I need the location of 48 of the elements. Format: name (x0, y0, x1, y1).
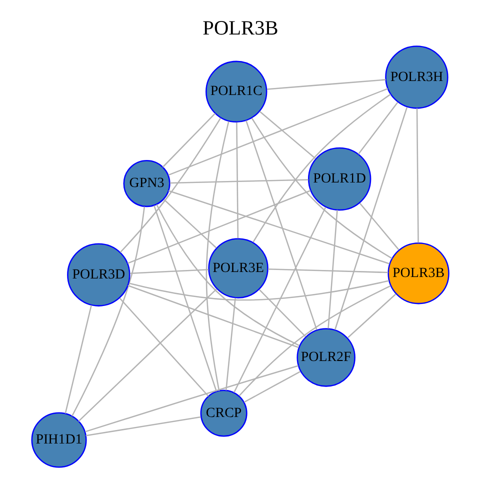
diagram-title: POLR3B (202, 17, 278, 40)
node-circle: POLR1C (205, 60, 267, 122)
node-circle: CRCP (200, 390, 247, 437)
connector (327, 210, 338, 329)
node-circle: POLR3B (387, 242, 449, 304)
connector (128, 280, 388, 301)
connector (347, 294, 396, 338)
node-circle: PIH1D1 (30, 412, 86, 468)
connector (258, 110, 316, 160)
connector (64, 305, 92, 414)
connector (168, 190, 390, 264)
connector (357, 102, 398, 154)
connector (258, 289, 306, 338)
node-circle: POLR3D (66, 243, 130, 306)
connector (156, 204, 300, 346)
connector (266, 79, 386, 90)
connector (250, 118, 392, 259)
connector (118, 298, 208, 397)
node-circle: POLR3E (208, 238, 268, 298)
connector (70, 206, 145, 416)
connector (243, 370, 300, 403)
connector (236, 122, 238, 238)
connector (268, 268, 388, 274)
connector (170, 179, 308, 184)
connector (119, 118, 221, 253)
connector (85, 416, 200, 436)
connector (127, 284, 298, 348)
connector (84, 365, 298, 432)
node-circle: POLR1D (307, 147, 371, 211)
connector (168, 88, 388, 176)
connector (224, 298, 236, 390)
connector (252, 94, 390, 242)
connector (153, 205, 217, 392)
connector (126, 190, 310, 264)
node-circle: POLR3H (384, 46, 448, 109)
connector (233, 206, 326, 393)
connector (416, 108, 418, 243)
connector (78, 288, 216, 422)
connector (163, 199, 216, 248)
connector (129, 269, 208, 274)
connector (238, 285, 390, 396)
connector (205, 121, 229, 391)
connector (162, 113, 216, 168)
connector (358, 202, 399, 250)
node-circle: POLR2F (296, 328, 355, 387)
connector (334, 107, 408, 330)
node-circle: GPN3 (122, 160, 170, 208)
connector (245, 120, 317, 330)
